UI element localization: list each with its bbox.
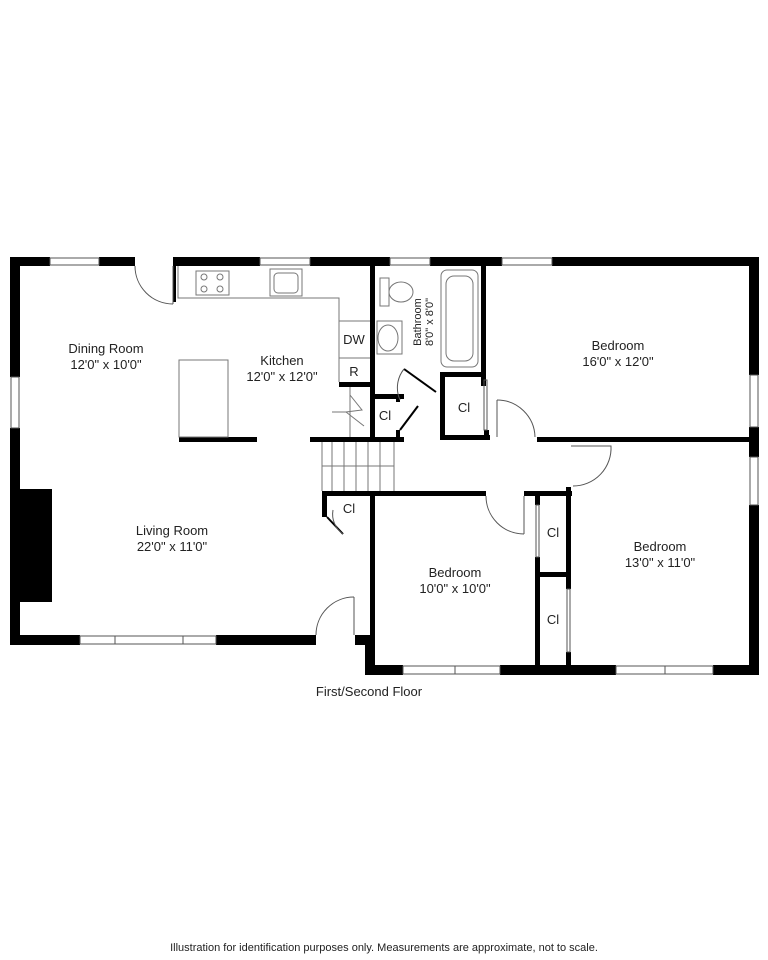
room-label-bedroom-3: Bedroom 13'0" x 11'0" (625, 539, 695, 571)
room-dims: 13'0" x 11'0" (624, 555, 696, 570)
kitchen-fixtures (177, 266, 370, 438)
room-label-living: Living Room 22'0" x 11'0" (136, 523, 208, 555)
room-dims: 12'0" x 12'0" (246, 369, 318, 384)
room-label-dining: Dining Room 12'0" x 10'0" (68, 341, 143, 373)
closet-label: Cl (378, 408, 392, 423)
floor-name: First/Second Floor (315, 684, 423, 699)
room-dims: 8'0" x 8'0" (424, 297, 436, 347)
room-label-bathroom: Bathroom 8'0" x 8'0" (412, 298, 436, 346)
room-dims: 10'0" x 10'0" (419, 581, 491, 596)
room-label-kitchen: Kitchen 12'0" x 12'0" (246, 353, 317, 385)
room-name: Dining Room (68, 341, 144, 356)
room-name: Bathroom (412, 298, 424, 346)
room-dims: 22'0" x 11'0" (136, 539, 208, 554)
closet-label: Cl (546, 612, 560, 627)
refrigerator-label: R (349, 364, 359, 379)
doors (134, 265, 612, 653)
dishwasher-label: DW (343, 332, 365, 347)
room-name: Kitchen (260, 353, 304, 368)
room-name: Bedroom (633, 539, 687, 554)
stairs (321, 387, 395, 491)
room-label-bedroom-2: Bedroom 10'0" x 10'0" (419, 565, 490, 597)
windows (10, 257, 759, 675)
closet-label: Cl (546, 525, 560, 540)
exterior-walls (10, 257, 759, 675)
interior-walls (173, 257, 759, 675)
room-label-bedroom-1: Bedroom 16'0" x 12'0" (582, 338, 653, 370)
room-dims: 16'0" x 12'0" (582, 354, 654, 369)
room-name: Living Room (135, 523, 209, 538)
room-name: Bedroom (428, 565, 482, 580)
room-dims: 12'0" x 10'0" (70, 357, 142, 372)
bath-fixtures (376, 269, 479, 368)
disclaimer: Illustration for identification purposes… (170, 942, 598, 954)
room-name: Bedroom (591, 338, 645, 353)
closet-label: Cl (457, 400, 471, 415)
closet-label: Cl (342, 501, 356, 516)
